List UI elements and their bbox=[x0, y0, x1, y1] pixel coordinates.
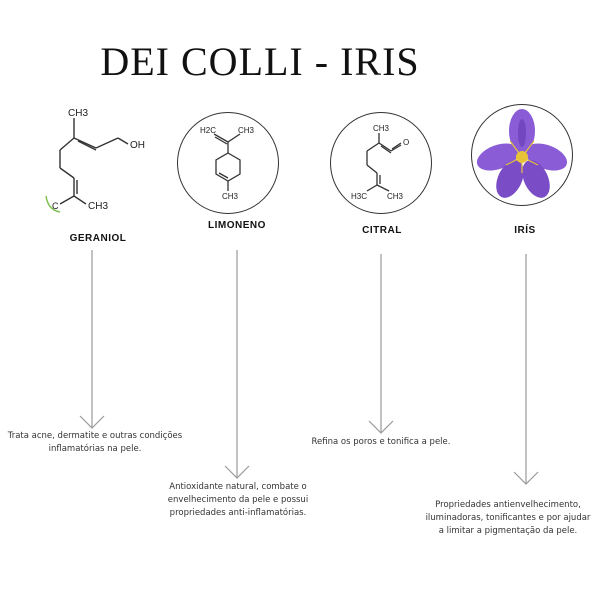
citral-top-group: CH3 bbox=[373, 124, 390, 133]
page-title: DEI COLLI - IRIS bbox=[100, 39, 420, 84]
geraniol-description: Trata acne, dermatite e outras condições… bbox=[7, 431, 183, 454]
limoneno-bottom: CH3 bbox=[222, 192, 239, 201]
citral-oxygen: O bbox=[403, 138, 409, 147]
citral-label: CITRAL bbox=[362, 225, 402, 236]
geraniol-structure: CH3 OH CH3 C bbox=[45, 108, 145, 213]
iris-description: Propriedades antienvelhecimento, ilumina… bbox=[425, 500, 591, 536]
limoneno-top-left: H2C bbox=[200, 126, 216, 135]
limoneno-circle: H2C CH3 CH3 bbox=[177, 112, 279, 214]
iris-flower-icon bbox=[476, 109, 568, 198]
citral-arrow bbox=[368, 254, 394, 434]
limoneno-label: LIMONENO bbox=[208, 220, 266, 231]
citral-structure: O CH3 H3C CH3 bbox=[351, 124, 409, 201]
iris-circle bbox=[471, 104, 573, 206]
limoneno-top-right: CH3 bbox=[238, 126, 255, 135]
geraniol-label: GERANIOL bbox=[69, 233, 127, 244]
geraniol-arrow bbox=[79, 250, 105, 429]
iris-label: IRÍS bbox=[514, 225, 536, 236]
limoneno-arrow bbox=[224, 250, 250, 479]
citral-circle: O CH3 H3C CH3 bbox=[330, 112, 432, 214]
limoneno-description: Antioxidante natural, combate o envelhec… bbox=[167, 482, 309, 518]
geraniol-bottom-group: CH3 bbox=[88, 201, 108, 212]
geraniol-top-group: CH3 bbox=[68, 108, 88, 119]
citral-bottom-left: H3C bbox=[351, 192, 367, 201]
iris-arrow bbox=[513, 254, 539, 485]
limoneno-structure: H2C CH3 CH3 bbox=[200, 126, 255, 201]
geraniol-bottom-left: C bbox=[52, 201, 59, 211]
geraniol-end-group: OH bbox=[130, 140, 145, 151]
citral-description: Refina os poros e tonifica a pele. bbox=[311, 437, 451, 447]
citral-bottom-right: CH3 bbox=[387, 192, 404, 201]
